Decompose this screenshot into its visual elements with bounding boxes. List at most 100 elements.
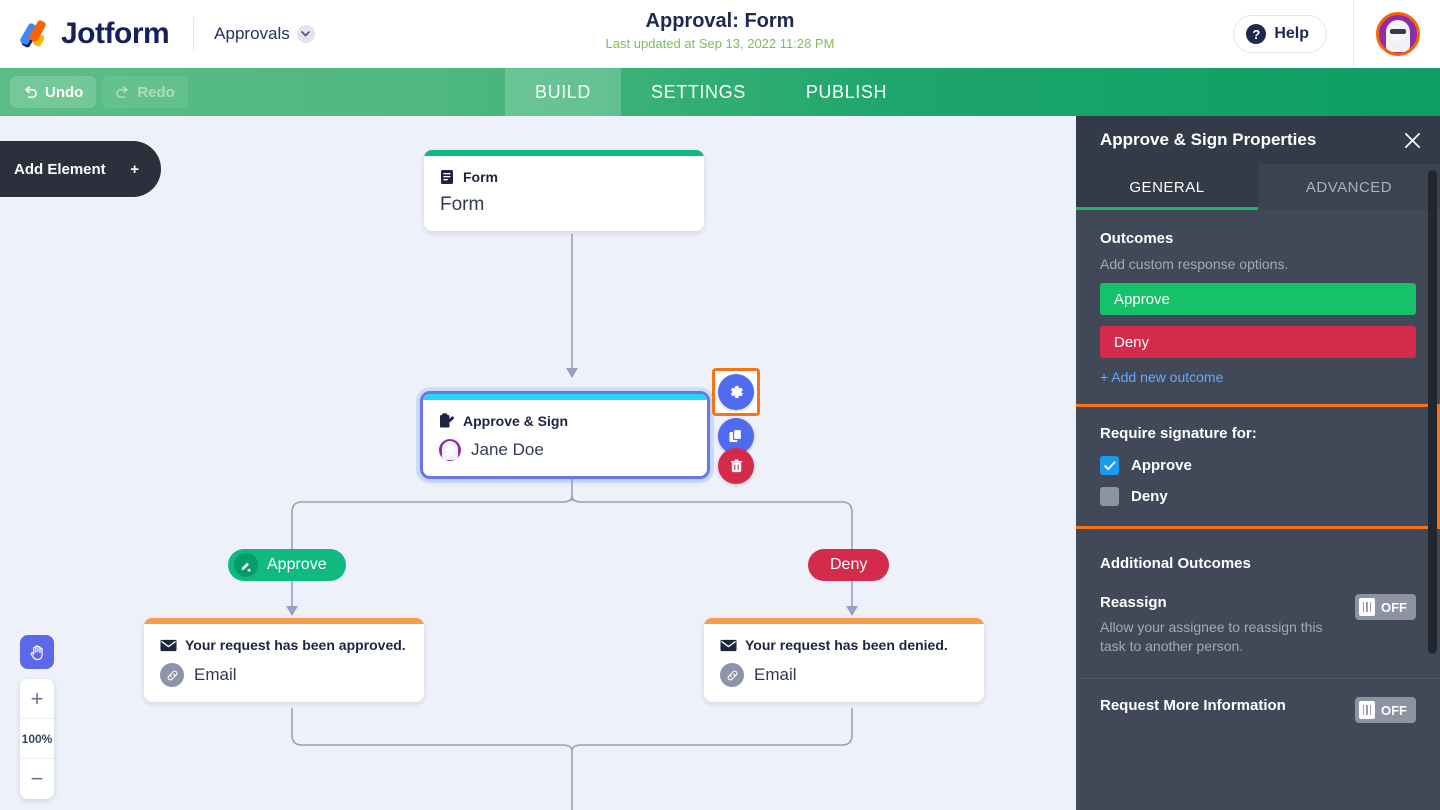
outcomes-subtitle: Add custom response options.	[1100, 256, 1289, 272]
checkbox-unchecked-icon	[1100, 487, 1119, 506]
node-email-approved[interactable]: Your request has been approved. Email	[144, 618, 424, 702]
node-form-name: Form	[440, 194, 485, 215]
tab-advanced[interactable]: ADVANCED	[1305, 178, 1393, 196]
assignee-avatar	[439, 439, 461, 461]
outcomes-title: Outcomes	[1100, 230, 1174, 247]
flow-connectors	[286, 234, 858, 810]
help-button[interactable]: ? Help	[1233, 15, 1327, 53]
request-more-info-toggle-state: OFF	[1381, 702, 1407, 718]
flow-canvas[interactable]: Add Element + Form Form Approve & Sign	[0, 116, 1076, 810]
envelope-icon	[160, 639, 177, 651]
require-signature-section: Require signature for: Approve Deny	[1076, 404, 1440, 529]
reassign-toggle[interactable]: OFF	[1355, 594, 1416, 620]
hand-icon	[30, 644, 43, 660]
pan-tool-button[interactable]	[20, 635, 54, 669]
minus-icon: −	[30, 766, 44, 791]
reassign-label: Reassign	[1100, 594, 1167, 611]
undo-icon	[25, 85, 37, 98]
zoom-controls: + 100% −	[20, 679, 54, 799]
node-kind-label: Approve & Sign	[463, 413, 569, 429]
trash-icon	[730, 459, 742, 473]
jotform-logo-icon	[19, 19, 52, 49]
node-accent-bar	[424, 150, 704, 156]
add-element-button[interactable]: Add Element +	[0, 141, 161, 197]
require-signature-title: Require signature for:	[1100, 425, 1257, 442]
approvals-dropdown[interactable]: Approvals	[214, 24, 315, 44]
gear-icon	[730, 385, 743, 399]
chevron-down-icon	[296, 25, 315, 43]
zoom-out-button[interactable]: −	[20, 759, 54, 799]
node-approve-and-sign[interactable]: Approve & Sign Jane Doe	[420, 391, 710, 479]
node-accent-bar	[704, 618, 984, 624]
assignee-name: Jane Doe	[471, 440, 544, 459]
toggle-handle-icon	[1359, 701, 1375, 719]
properties-panel: Approve & Sign Properties GENERAL ADVANC…	[1076, 116, 1440, 810]
plus-icon: +	[130, 160, 139, 178]
undo-label: Undo	[45, 83, 84, 101]
branch-pill-approve[interactable]: Approve	[228, 549, 346, 581]
panel-title: Approve & Sign Properties	[1100, 130, 1317, 149]
request-more-info-label: Request More Information	[1100, 697, 1286, 714]
outcome-approve[interactable]: Approve	[1100, 283, 1416, 315]
outcome-deny[interactable]: Deny	[1100, 326, 1416, 358]
question-mark-icon: ?	[1246, 24, 1267, 44]
plus-icon: +	[30, 685, 44, 711]
redo-button[interactable]: Redo	[102, 76, 188, 108]
header-right-actions: ? Help	[1233, 0, 1440, 68]
node-email-denied[interactable]: Your request has been denied. Email	[704, 618, 984, 702]
tab-settings[interactable]: SETTINGS	[651, 81, 746, 102]
panel-header: Approve & Sign Properties	[1076, 116, 1440, 164]
brand-name: Jotform	[61, 17, 170, 50]
checkbox-label-approve: Approve	[1131, 457, 1192, 474]
reassign-row: Reassign Allow your assignee to reassign…	[1100, 594, 1416, 656]
toggle-handle-icon	[1359, 598, 1375, 616]
add-new-outcome-link[interactable]: + Add new outcome	[1100, 369, 1224, 385]
avatar[interactable]	[1376, 12, 1420, 56]
top-header: Jotform Approvals Approval: Form Last up…	[0, 0, 1440, 68]
signature-checkbox-deny[interactable]: Deny	[1100, 487, 1413, 506]
node-accent-bar	[423, 394, 707, 400]
signature-icon	[234, 553, 258, 577]
tab-publish[interactable]: PUBLISH	[805, 81, 888, 102]
tab-general[interactable]: GENERAL	[1076, 164, 1258, 210]
checkbox-checked-icon	[1100, 456, 1119, 475]
node-kind-label: Form	[463, 169, 498, 185]
reassign-description: Allow your assignee to reassign this tas…	[1100, 619, 1323, 654]
link-icon	[720, 663, 744, 687]
undo-button[interactable]: Undo	[10, 76, 97, 108]
zoom-in-button[interactable]: +	[20, 679, 54, 719]
signature-checkbox-approve[interactable]: Approve	[1100, 456, 1413, 475]
help-label: Help	[1274, 25, 1309, 42]
branch-label-approve: Approve	[267, 556, 327, 573]
node-form[interactable]: Form Form	[424, 150, 704, 231]
node-accent-bar	[144, 618, 424, 624]
email-channel: Email	[754, 665, 797, 684]
zoom-level-label: 100%	[20, 719, 54, 759]
close-icon[interactable]	[1403, 131, 1422, 150]
approvals-label: Approvals	[214, 24, 290, 43]
outcomes-section: Outcomes Add custom response options. Ap…	[1076, 210, 1440, 404]
panel-tabs: GENERAL ADVANCED	[1076, 164, 1440, 210]
checkbox-label-deny: Deny	[1131, 488, 1168, 505]
redo-icon	[116, 85, 129, 98]
panel-scrollbar[interactable]	[1428, 170, 1437, 654]
node-delete-button[interactable]	[718, 448, 754, 484]
branch-label-deny: Deny	[830, 556, 868, 573]
email-subject: Your request has been denied.	[745, 637, 948, 653]
tab-build[interactable]: BUILD	[505, 68, 622, 116]
form-icon	[441, 170, 453, 184]
header-divider	[193, 17, 195, 51]
request-more-info-toggle[interactable]: OFF	[1355, 697, 1416, 723]
header-divider-2	[1353, 0, 1354, 68]
additional-outcomes-title: Additional Outcomes	[1100, 555, 1251, 572]
branch-pill-deny[interactable]: Deny	[808, 549, 890, 581]
duplicate-icon	[729, 428, 743, 442]
envelope-icon	[720, 639, 737, 651]
add-element-label: Add Element	[14, 160, 106, 178]
brand-logo[interactable]: Jotform	[0, 17, 170, 51]
reassign-toggle-state: OFF	[1381, 599, 1407, 615]
node-settings-button[interactable]	[718, 374, 754, 410]
link-icon	[160, 663, 184, 687]
additional-outcomes-section: Additional Outcomes Reassign Allow your …	[1076, 529, 1440, 679]
